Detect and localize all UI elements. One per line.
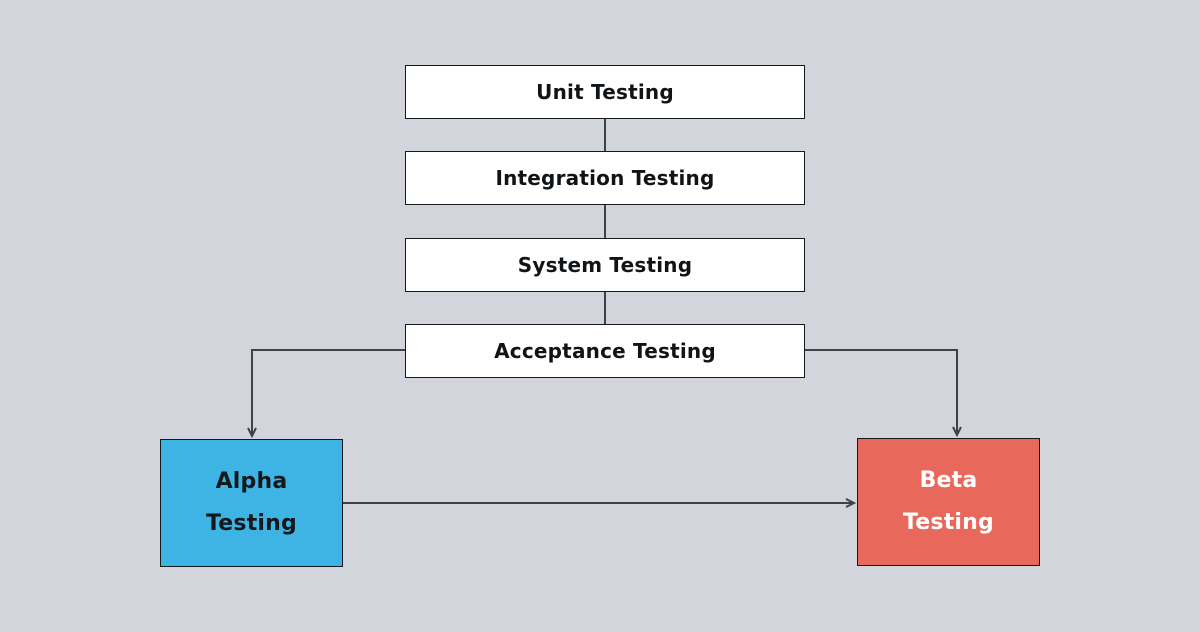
node-label: System Testing xyxy=(517,253,693,277)
node-label: Acceptance Testing xyxy=(494,339,716,363)
node-system-testing: System Testing xyxy=(405,238,805,292)
edge-acceptance-beta xyxy=(805,349,957,435)
node-integration-testing: Integration Testing xyxy=(405,151,805,205)
node-label-line: Testing xyxy=(903,510,994,535)
node-beta-testing: Beta Testing xyxy=(857,438,1040,566)
node-acceptance-testing: Acceptance Testing xyxy=(405,324,805,378)
node-label: Integration Testing xyxy=(495,166,715,190)
node-label-line: Alpha xyxy=(215,469,288,494)
node-unit-testing: Unit Testing xyxy=(405,65,805,119)
node-label-line: Beta xyxy=(919,468,978,493)
edge-acceptance-alpha xyxy=(252,349,405,436)
node-label-line: Testing xyxy=(206,511,297,536)
node-label: Unit Testing xyxy=(536,80,674,104)
node-alpha-testing: Alpha Testing xyxy=(160,439,343,567)
